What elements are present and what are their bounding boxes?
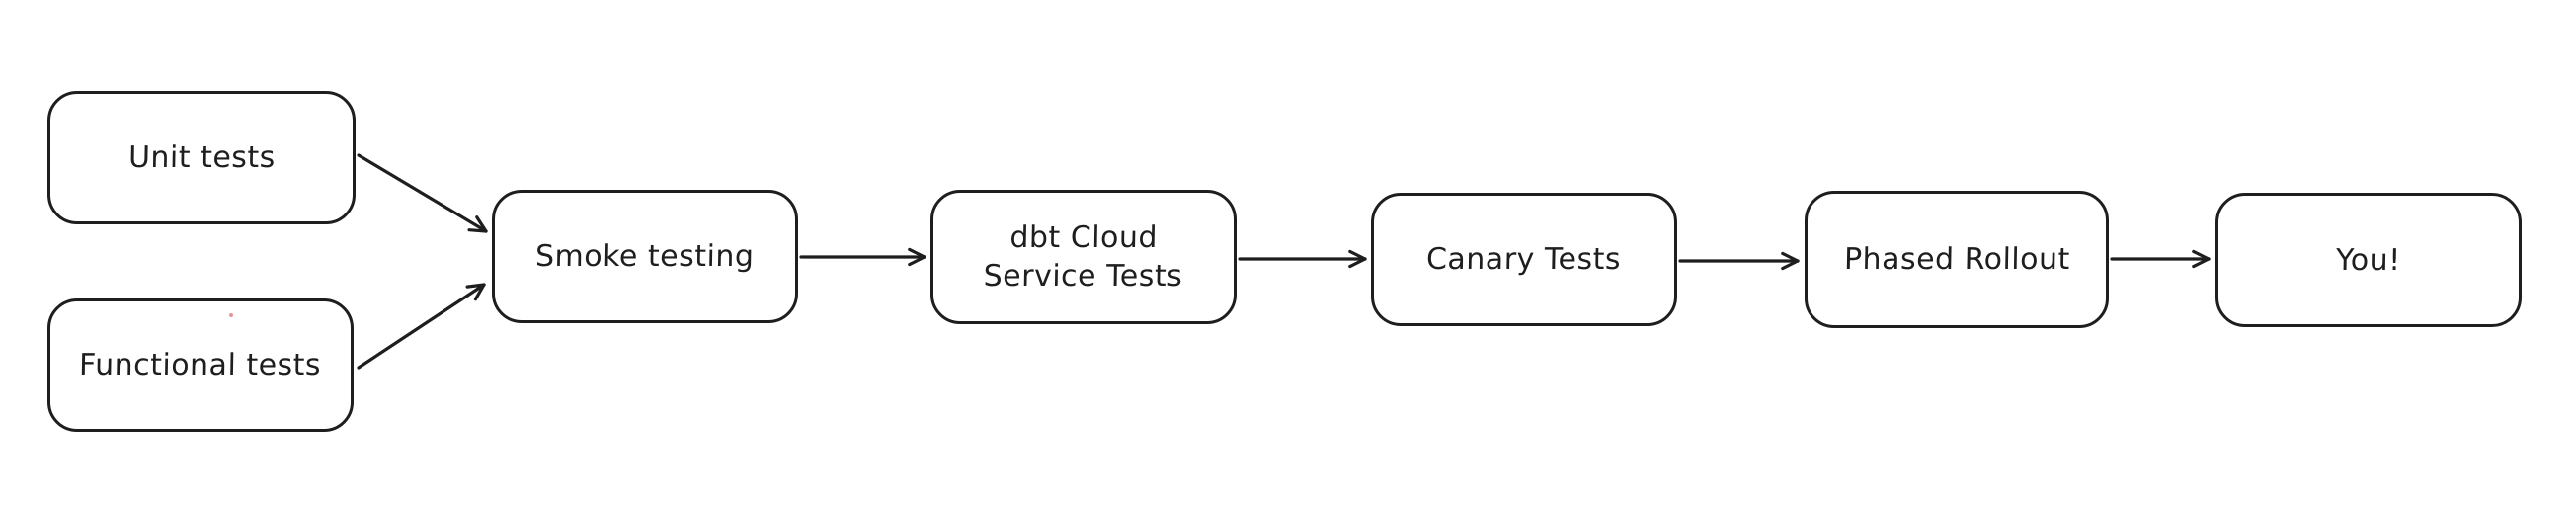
node-you: You! <box>2215 193 2522 327</box>
node-label-functional-tests: Functional tests <box>79 348 322 382</box>
node-dbt-cloud-service-tests: dbt Cloud Service Tests <box>930 190 1237 324</box>
arrow-smoke-testing-to-dbt-cloud-service-tests <box>799 247 926 267</box>
node-label-unit-tests: Unit tests <box>127 140 276 175</box>
node-label-dbt-cloud-service-tests: dbt Cloud Service Tests <box>983 220 1183 294</box>
node-label-you: You! <box>2335 242 2402 278</box>
node-unit-tests: Unit tests <box>47 91 356 224</box>
node-label-phased-rollout: Phased Rollout <box>1843 242 2070 277</box>
node-label-smoke-testing: Smoke testing <box>534 239 756 274</box>
node-functional-tests: Functional tests <box>47 298 354 432</box>
arrow-phased-rollout-to-you <box>2110 249 2211 269</box>
node-phased-rollout: Phased Rollout <box>1805 191 2109 328</box>
node-smoke-testing: Smoke testing <box>492 190 798 323</box>
arrow-canary-tests-to-phased-rollout <box>1678 251 1800 271</box>
node-canary-tests: Canary Tests <box>1371 193 1677 326</box>
node-label-canary-tests: Canary Tests <box>1426 242 1622 277</box>
arrow-functional-tests-to-smoke-testing <box>357 283 486 370</box>
stray-red-dot <box>229 313 233 317</box>
arrow-dbt-cloud-service-tests-to-canary-tests <box>1238 249 1367 269</box>
arrow-unit-tests-to-smoke-testing <box>357 153 488 233</box>
